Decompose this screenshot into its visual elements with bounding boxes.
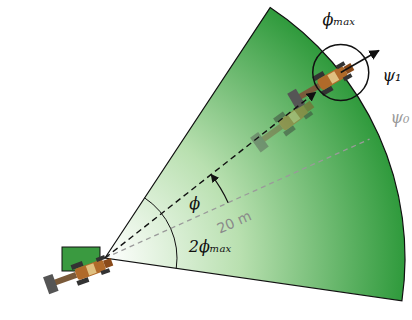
angle-label: ψ₀ <box>391 110 410 126</box>
goal-heading <box>341 50 379 72</box>
angle-label: ϕₘₐₓ <box>323 12 355 28</box>
angle-label: 2ϕₘₐₓ <box>189 239 232 255</box>
angle-label: ψ₁ <box>383 68 402 84</box>
tractor <box>249 95 319 154</box>
reachable-sector <box>105 8 405 301</box>
angle-arc <box>145 198 177 268</box>
tractor <box>42 252 115 297</box>
goal-direction <box>105 92 316 258</box>
heading-line <box>105 139 370 258</box>
angle-arrow <box>211 175 228 203</box>
angle-label: ϕ <box>189 196 200 212</box>
tractor <box>286 57 358 111</box>
